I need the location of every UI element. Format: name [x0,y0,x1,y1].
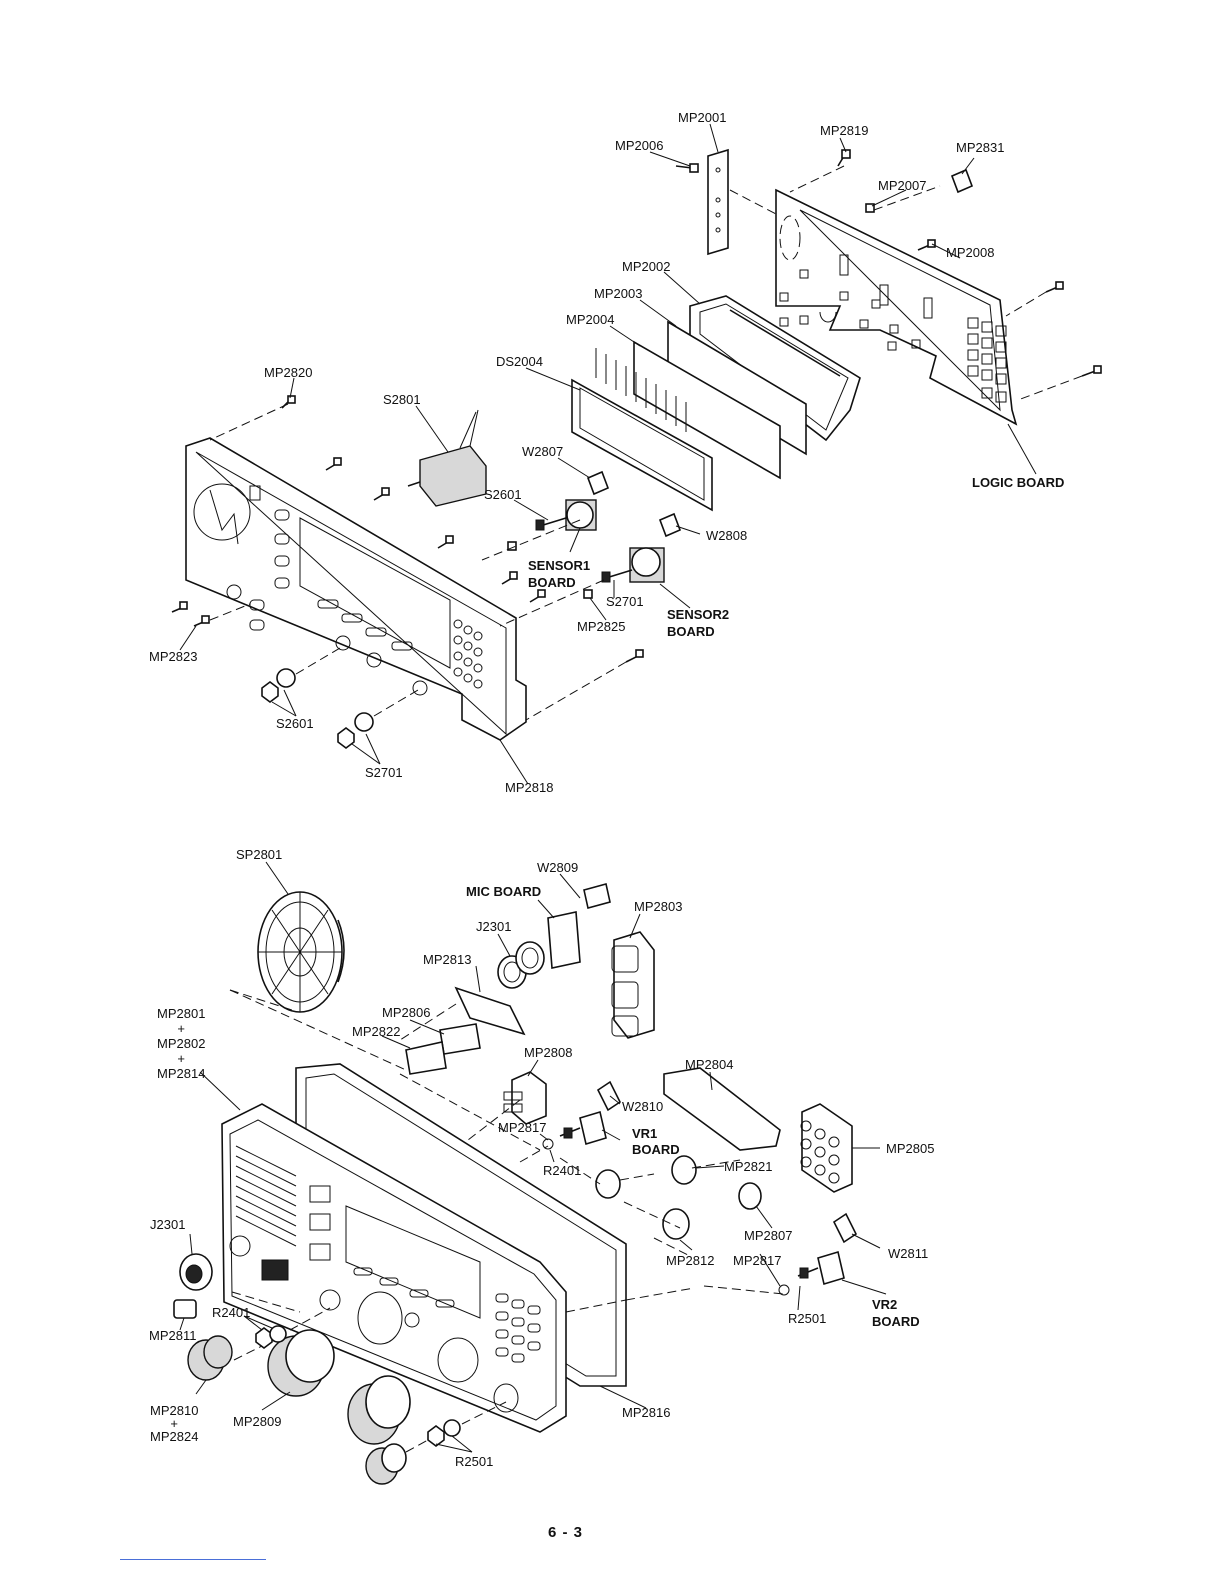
j2301-connector [179,1253,213,1291]
label-mp2001: MP2001 [678,110,727,125]
label-r2501-bottom: R2501 [455,1454,494,1469]
mp2813-plate [454,986,526,1036]
label-vr1-board: VR1 BOARD [632,1126,680,1157]
label-mp2820: MP2820 [264,365,313,380]
label-mp2810-group: MP2810 + MP2824 [150,1403,199,1444]
label-mp2008: MP2008 [946,245,995,260]
w2810-cable [596,1080,622,1112]
label-s2701-nut: S2701 [365,765,403,780]
label-sp2801: SP2801 [236,847,283,862]
ds2004-display [571,348,713,512]
w2809-cable [583,883,611,909]
label-j2301-top: J2301 [476,919,512,934]
label-logic-board: LOGIC BOARD [972,475,1065,490]
knobs [187,1325,461,1485]
label-mp2822: MP2822 [352,1024,401,1039]
label-w2811: W2811 [888,1246,929,1261]
label-mp2818: MP2818 [505,780,554,795]
label-mp2813: MP2813 [423,952,472,967]
label-mp2808: MP2808 [524,1045,573,1060]
mp2001-bracket [675,148,729,256]
label-sensor1-board: SENSOR1 BOARD [528,558,591,590]
label-mp2812: MP2812 [666,1253,715,1268]
label-s2601-pot: S2601 [484,487,522,502]
assembly-dash-lines [229,989,785,1453]
sensor1-pot [535,499,597,531]
label-mp2811: MP2811 [149,1328,197,1343]
footer-rule [120,1559,266,1560]
label-mp2804: MP2804 [685,1057,734,1072]
w2811-cable [832,1212,858,1244]
lower-leader-lines [179,861,887,1453]
label-w2810: W2810 [622,1099,664,1114]
w2807-cable [586,470,610,496]
label-mp2807: MP2807 [744,1228,793,1243]
label-mp2819: MP2819 [820,123,869,138]
label-mp2821: MP2821 [724,1159,773,1174]
label-s2601-nut: S2601 [276,716,314,731]
label-mp2801-group: MP2801 + MP2802 + MP2814 [157,1006,206,1081]
upper-assembly [171,123,1102,785]
sensor2-pot [601,547,665,583]
label-mp2809: MP2809 [233,1414,282,1429]
label-mic-board: MIC BOARD [466,884,542,899]
logic-board [775,188,1018,426]
knob-inserts [595,1155,762,1240]
mic-board [547,911,581,969]
label-r2401-left: R2401 [212,1305,251,1320]
mp2004-plate [633,340,781,480]
label-mp2007: MP2007 [878,178,927,193]
label-mp2825: MP2825 [577,619,626,634]
mp2822-button [405,1041,447,1075]
label-sensor2-board: SENSOR2 BOARD [667,607,730,639]
j2301-ring [497,941,545,989]
sp2801-speaker [257,891,345,1013]
label-mp2823: MP2823 [149,649,198,664]
label-r2501-right: R2501 [788,1311,827,1326]
label-w2807: W2807 [522,444,564,459]
mp2803-buttons [611,931,655,1039]
label-ds2004: DS2004 [496,354,543,369]
label-mp2002: MP2002 [622,259,671,274]
upper-leader-lines [179,123,1037,785]
label-r2401-top: R2401 [543,1163,582,1178]
label-s2801: S2801 [383,392,421,407]
label-mp2006: MP2006 [615,138,664,153]
page-number: 6 - 3 [548,1524,584,1541]
label-mp2817-top: MP2817 [498,1120,547,1135]
mp2811-cap [173,1299,197,1319]
mp2805-keypad [800,1103,853,1193]
mp2808-part [503,1071,547,1125]
label-s2701-pot: S2701 [606,594,644,609]
label-w2809: W2809 [537,860,579,875]
label-mp2831: MP2831 [956,140,1005,155]
lower-assembly [173,861,887,1485]
mp2806-button [439,1023,481,1055]
mp2804-buttons [663,1067,781,1151]
vr1-board [542,1110,607,1150]
label-mp2817-bottom: MP2817 [733,1253,782,1268]
label-mp2004: MP2004 [566,312,615,327]
pot-nuts [261,647,419,749]
label-mp2803: MP2803 [634,899,683,914]
s2801-switch [407,409,487,507]
label-mp2805: MP2805 [886,1141,935,1156]
logic-board-screws [729,149,1102,401]
label-j2301-left: J2301 [150,1217,186,1232]
label-mp2003: MP2003 [594,286,643,301]
label-mp2816: MP2816 [622,1405,671,1420]
w2808-cable [658,512,682,538]
vr2-board [778,1250,845,1296]
label-w2808: W2808 [706,528,748,543]
mp2818-chassis [185,437,527,741]
label-mp2806: MP2806 [382,1005,431,1020]
chassis-screws [171,395,644,721]
label-vr2-board: VR2 BOARD [872,1297,920,1329]
front-panel [221,1103,567,1433]
